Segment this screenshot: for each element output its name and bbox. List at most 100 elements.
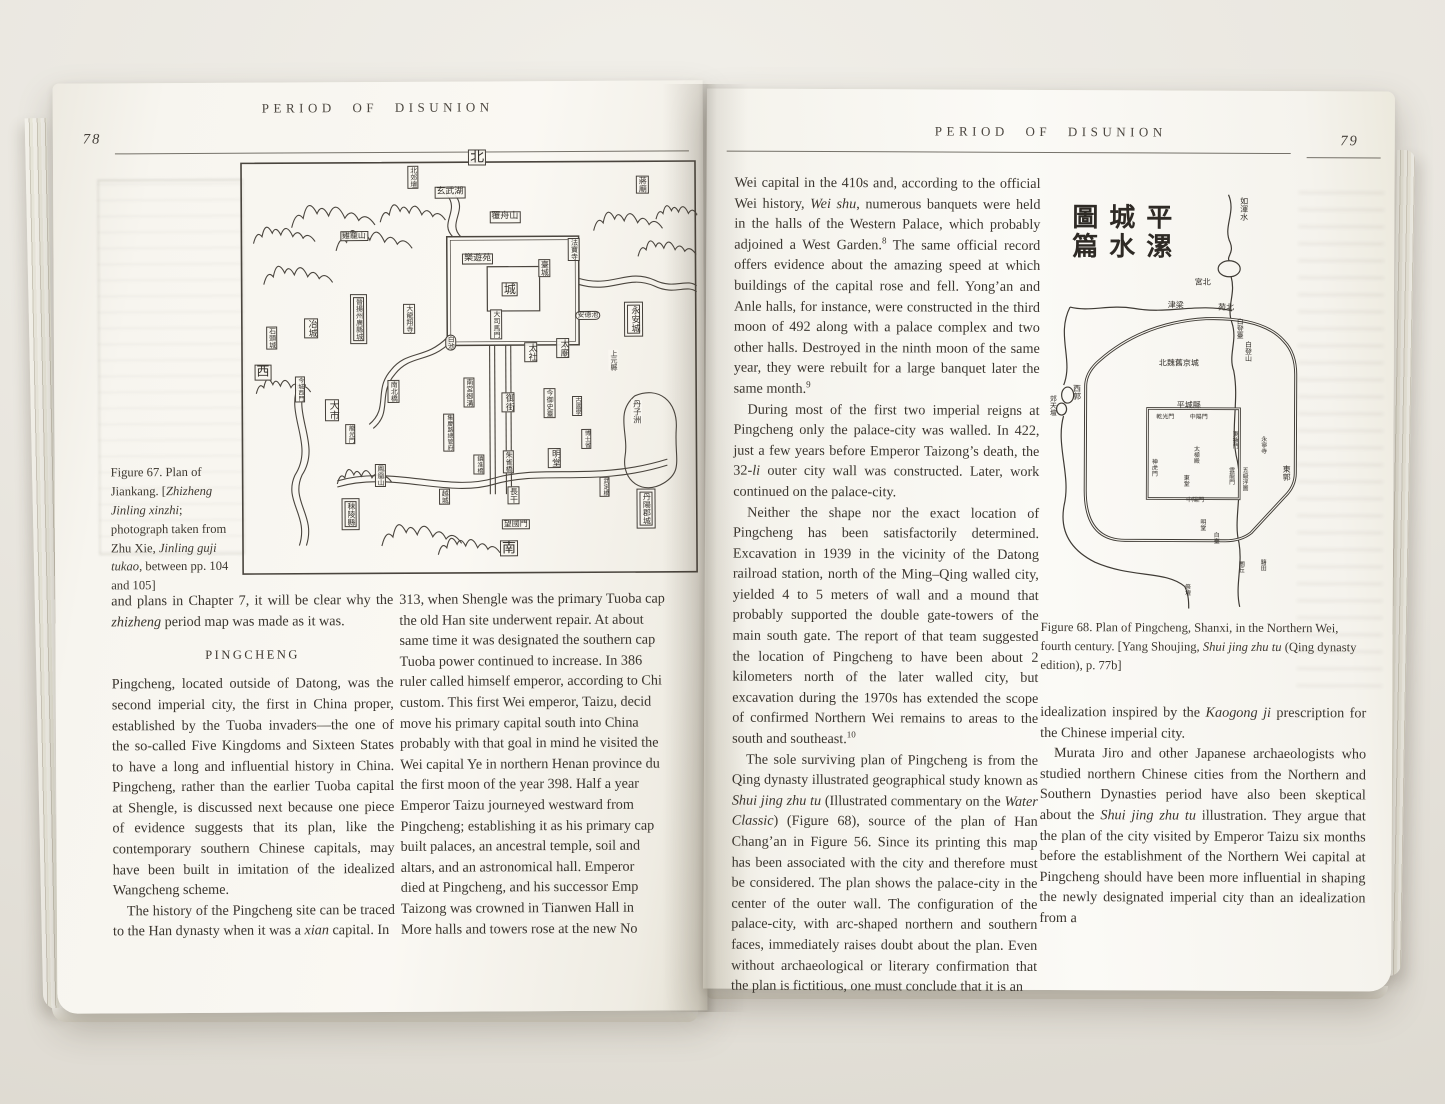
map-label: 樂遊苑	[462, 252, 494, 265]
map-label: 法寶寺	[568, 237, 580, 262]
paragraph: Pingcheng, located outside of Datong, wa…	[111, 675, 395, 899]
map-label: 白臺	[1212, 531, 1220, 544]
map-label: 武定橋	[599, 477, 611, 498]
map-label: 丹陽郡城	[639, 491, 653, 526]
page-number: 79	[1340, 133, 1359, 150]
map-label: 臺城	[537, 258, 551, 277]
map-label: 白登臺	[1236, 318, 1245, 340]
map-label: 雞籠山	[339, 230, 368, 242]
map-label: 望國門	[501, 519, 530, 530]
figure-67-caption: Figure 67. Plan of Jiankang. [Zhizheng J…	[110, 464, 229, 593]
figure-67-map: 北玄武湖覆舟山樂遊苑北郊壇雞籠山蔣廟臺城法寶寺城石頭城冶城晉揚州廣縣城大龍翔寺白…	[239, 149, 700, 576]
paragraph: The sole surviving plan of Pingcheng is …	[731, 751, 1039, 996]
map-label: 南北橋	[387, 380, 400, 404]
map-label: 晉揚州廣縣城	[353, 297, 365, 342]
text-line: Wei capital Ye in northern Henan provinc…	[400, 755, 660, 773]
map-label: 宮北	[1194, 277, 1211, 287]
page-number: 78	[82, 131, 102, 148]
map-label: 圖篇	[1067, 202, 1098, 261]
map-label: 大司馬門	[490, 309, 503, 340]
map-label: 太廟	[556, 337, 570, 358]
map-label: 城水	[1104, 202, 1135, 261]
map-label: 祭壇	[1183, 583, 1191, 596]
text-line: same time it was designated the southern…	[399, 631, 656, 650]
text-line: built palaces, an ancestral temple, soil…	[400, 837, 641, 856]
map-label: 乾光門	[1156, 413, 1175, 421]
map-label: 雲龍門	[1227, 466, 1235, 485]
map-label: 平城縣	[1176, 400, 1201, 410]
paragraph: Neither the shape nor the exact location…	[732, 504, 1040, 748]
map-label: 蔣廟	[635, 175, 649, 194]
text-line: move his primary capital south into Chin…	[399, 714, 639, 732]
section-heading: PINGCHENG	[205, 647, 300, 663]
map-label: 長干	[506, 485, 520, 504]
map-label: 東掖門	[1231, 431, 1239, 450]
running-head: PERIOD OF DISUNION	[261, 99, 494, 116]
map-label: 鎮淮橋	[473, 454, 484, 475]
figure-67-drawing	[240, 160, 700, 575]
text-line: More halls and towers rose at the new No	[400, 920, 638, 938]
map-label: 東堂	[1182, 474, 1190, 487]
map-label: 玄武湖	[434, 186, 466, 199]
text-line: Emperor Taizu journeyed westward from	[400, 796, 634, 814]
map-label: 覆舟山	[489, 211, 521, 223]
intro-paragraph: and plans in Chapter 7, it will be clear…	[111, 591, 394, 631]
text-line: Pingcheng; establishing it as his primar…	[400, 817, 655, 835]
map-label: 越城	[438, 488, 451, 505]
map-label: 永寧寺	[1259, 435, 1267, 454]
book-page-79: PERIOD OF DISUNION 79 Wei capital in the…	[703, 88, 1395, 995]
map-label: 大龍翔寺	[403, 303, 416, 334]
running-head: PERIOD OF DISUNION	[934, 123, 1167, 140]
text-line: probably with that goal in mind he visit…	[399, 734, 659, 753]
map-label: 朱雀橋	[502, 450, 515, 474]
map-label: 北魏舊京城	[1158, 358, 1199, 368]
header-rule	[114, 150, 689, 155]
right-page-column-2: idealization inspired by the Kaogong ji …	[1039, 702, 1366, 930]
text-line: Taizong was crowned in Tianwen Hall in	[400, 899, 634, 917]
map-label: 籍田	[1259, 558, 1267, 571]
paragraph: The history of the Pingcheng site can be…	[112, 901, 395, 940]
map-label: 神虎門	[1150, 457, 1158, 476]
figure-68-labels: 圖篇城水平漯如渾水宮北津梁苑北白登臺白登山西郭郊天壇北魏舊京城平城縣乾光門中陽門…	[1037, 190, 1375, 609]
map-label: 苑北	[1218, 302, 1235, 312]
text-line: 313, when Shengle was the primary Tuoba …	[399, 590, 665, 608]
text-line: the first moon of the year 398. Half a y…	[400, 775, 640, 794]
map-label: 石頭城	[266, 326, 278, 350]
map-label: 龍光門	[345, 424, 356, 445]
paragraph: During most of the first two imperial re…	[733, 401, 1040, 501]
map-label: 北	[468, 149, 487, 166]
map-label: 津梁	[1167, 300, 1184, 310]
map-label: 集慶路總管府	[443, 413, 455, 452]
map-label: 太社	[523, 342, 538, 363]
map-label: 北郊壇	[407, 166, 419, 190]
map-label: 今御史臺	[543, 387, 556, 418]
map-label: 西	[254, 364, 272, 381]
map-label: 郊天壇	[1049, 394, 1058, 416]
map-label: 丹子洲	[631, 399, 642, 424]
map-label: 五級浮圖	[1241, 466, 1249, 491]
map-label: 太極殿	[1192, 445, 1200, 464]
map-label: 今城西門	[294, 376, 305, 403]
figure-68-drawing	[1055, 194, 1298, 609]
map-label: 西郭	[1072, 384, 1082, 401]
map-label: 中陽門	[1189, 413, 1208, 421]
text-line: the old Han site underwent repair. At ab…	[399, 611, 644, 629]
figure-68-caption: Figure 68. Plan of Pingcheng, Shanxi, in…	[1040, 619, 1357, 673]
text-line: ruler called himself emperor, according …	[399, 672, 662, 691]
map-label: 城	[501, 281, 518, 297]
right-page-column-1: Wei capital in the 410s and, according t…	[731, 173, 1041, 998]
book-page-78: PERIOD OF DISUNION 78	[52, 80, 708, 1014]
paragraph: Murata Jiro and other Japanese archaeolo…	[1039, 745, 1367, 927]
text-line: died at Pingcheng, and his successor Emp	[400, 878, 639, 897]
map-label: 博士省	[580, 429, 592, 450]
figure-67-labels: 北玄武湖覆舟山樂遊苑北郊壇雞籠山蔣廟臺城法寶寺城石頭城冶城晉揚州廣縣城大龍翔寺白…	[239, 149, 699, 576]
map-label: 南宮御溝	[463, 377, 475, 408]
figure-68-map: 圖篇城水平漯如渾水宮北津梁苑北白登臺白登山西郭郊天壇北魏舊京城平城縣乾光門中陽門…	[1037, 190, 1375, 609]
map-label: 明堂	[1198, 518, 1206, 531]
map-label: 永安城	[626, 304, 641, 334]
map-label: 明堂	[547, 448, 562, 469]
map-label: 古國學	[571, 396, 583, 417]
map-label: 圜丘	[1237, 560, 1245, 573]
map-label: 東郭	[1282, 464, 1292, 481]
map-label: 上元縣	[608, 350, 619, 372]
